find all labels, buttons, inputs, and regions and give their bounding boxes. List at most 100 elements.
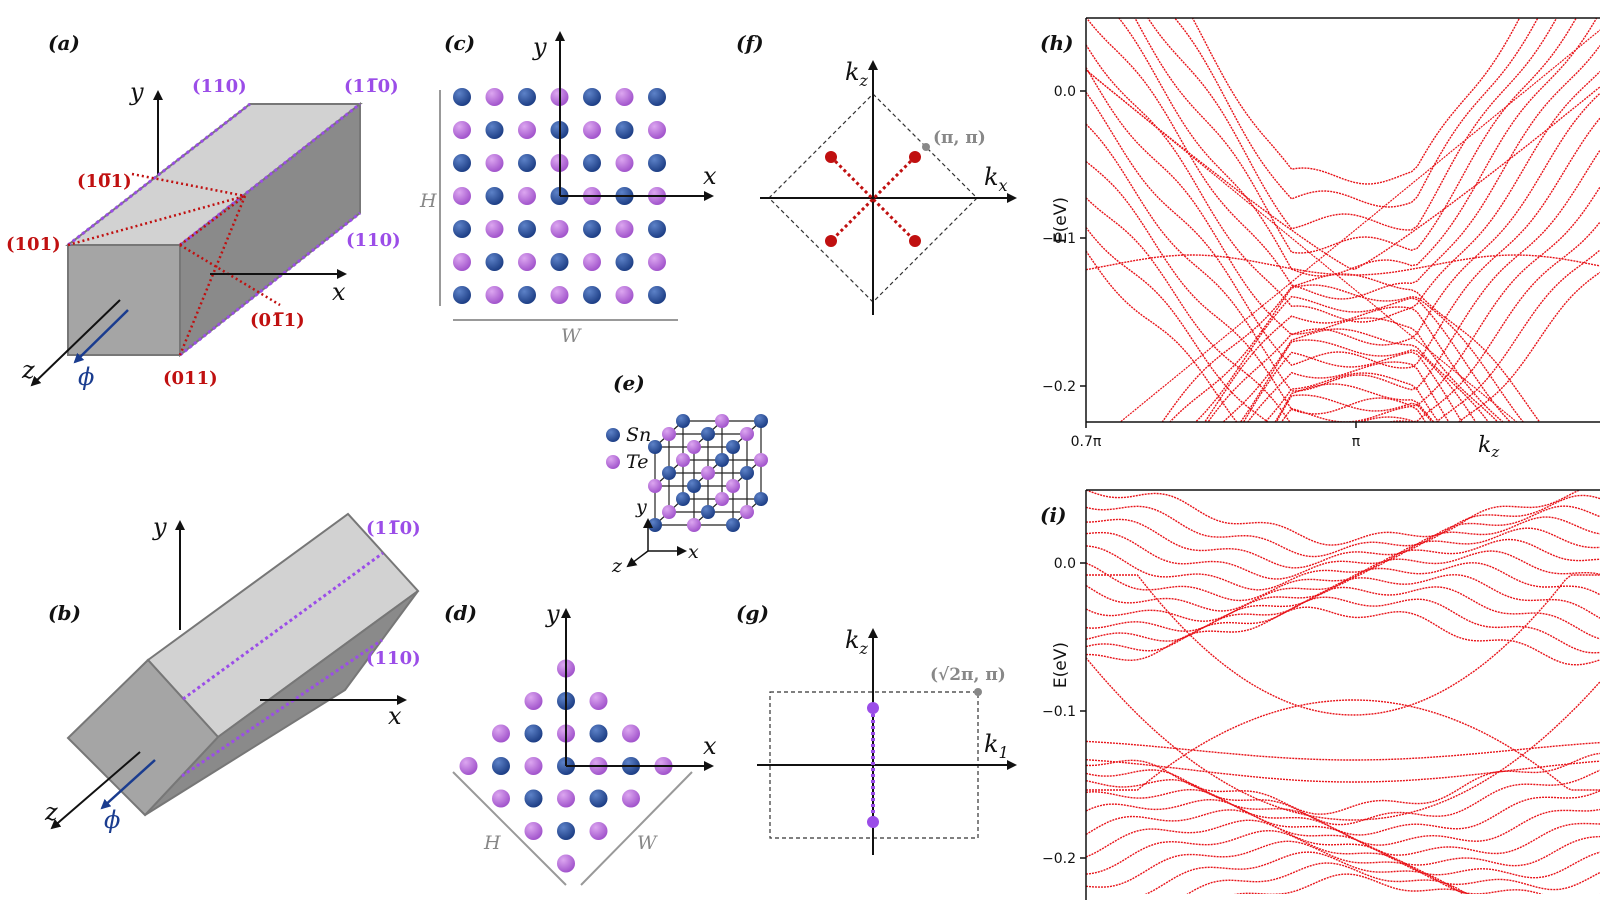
te-atom [622,789,640,808]
sn-atom [453,154,471,172]
sn-atom [518,88,536,106]
te-atom [518,121,536,139]
panel-f: (f) kz kx (π, π) [736,31,1017,315]
te-atom [557,854,575,873]
g-k1-label: k1 [984,730,1009,762]
d-height-label: H [483,832,501,854]
sn-atom [648,440,662,454]
band-line [1203,306,1504,422]
band-line [1222,328,1490,422]
band-line [1234,873,1471,894]
band-line [1207,317,1499,422]
sn-atom [589,724,608,743]
f-kz-label: kz [845,58,869,90]
a-facet-line [179,195,246,246]
band-line [1086,574,1600,632]
i-band-structure [1086,490,1600,894]
band-line [1086,809,1600,867]
a-y-label: y [129,78,144,106]
te-atom [589,822,608,840]
band-line [1086,494,1600,558]
te-atom [662,427,676,441]
te-atom [524,757,543,775]
b-plane-110-label: (110) [366,648,421,669]
sn-atom [615,253,634,271]
band-line [1086,769,1600,826]
te-atom [583,121,601,139]
c-x-label: x [703,162,717,190]
sn-atom [740,466,754,480]
te-atom [615,154,634,172]
e-legend-sn-marker [606,428,620,442]
a-flux-label: ϕ [78,363,94,391]
sn-atom [648,286,666,304]
h-ytick: −0.1 [1042,231,1076,247]
te-atom [726,479,740,493]
f-weyl-point [825,151,837,163]
te-atom [557,789,575,808]
te-atom [485,220,504,238]
f-corner-label: (π, π) [933,128,986,148]
band-line [1086,254,1600,276]
band-line [1086,574,1600,716]
te-atom [550,220,569,238]
f-weyl-point [909,235,921,247]
h-xlabel: kz [1478,433,1499,461]
band-line [1086,798,1600,856]
band-line [1086,69,1600,271]
a-facet-101: (101) [6,234,61,255]
te-atom [583,253,601,271]
e-legend-sn: Sn [626,424,651,446]
band-line [1194,295,1512,422]
te-atom [518,187,536,205]
band-line [1086,250,1600,422]
d-x-label: x [703,732,717,760]
sn-atom [589,789,608,808]
panel-label-c: (c) [444,31,475,55]
band-line [1086,596,1600,654]
c-height-label: H [419,190,437,212]
panel-label-d: (d) [444,601,477,625]
g-weyl-point [867,816,879,828]
a-facet-line [67,194,246,247]
e-rocksalt-cube [648,414,768,532]
f-nodal-line [829,155,917,243]
band-line [1086,67,1600,346]
sn-atom [583,220,601,238]
panel-b: (b) y x z ϕ (11̅0) (110) [44,512,421,834]
te-atom [740,505,754,519]
b-plane-110 [181,638,383,778]
sn-atom [524,724,543,743]
band-line [1086,586,1600,642]
e-legend-te: Te [626,451,648,473]
c-atom-lattice [453,88,666,304]
sn-atom [676,414,690,428]
a-facet-011: (011) [163,368,218,389]
b-front-face [66,658,220,817]
f-kx-label: kx [984,163,1008,195]
te-atom [676,453,690,467]
panel-g: (g) kz k1 (√2π, π) [736,601,1017,855]
band-line [1086,538,1600,602]
sn-atom [518,220,536,238]
a-z-axis [30,299,121,387]
band-line [1280,405,1427,422]
panel-label-i: (i) [1040,503,1067,527]
sn-atom [662,466,676,480]
e-x-label: x [688,541,699,563]
te-atom [453,187,471,205]
panel-e: (e) Sn Te y x z [606,371,768,577]
band-line [1086,562,1600,622]
sn-atom [453,286,471,304]
band-line [1086,759,1600,783]
te-atom [687,518,701,532]
sn-atom [726,440,740,454]
sn-atom [583,154,601,172]
te-atom [715,492,729,506]
te-atom [622,724,640,743]
band-line [1086,18,1600,300]
te-atom [492,724,510,743]
panel-c: (c) y x H W [419,31,717,347]
a-plane-110-top: (110) [192,76,247,97]
